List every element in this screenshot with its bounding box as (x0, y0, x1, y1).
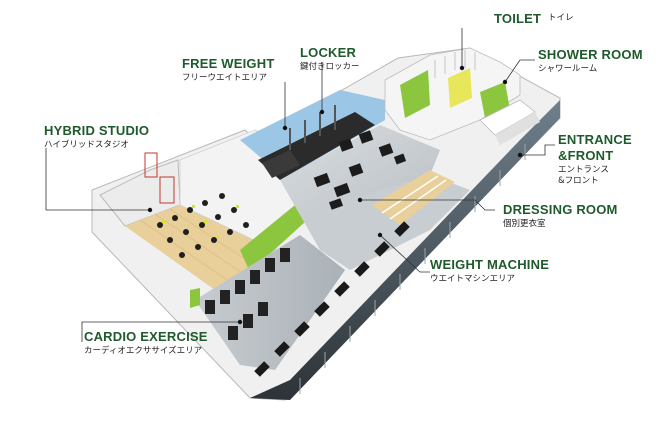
label-toilet-jp-wrap: トイレ (548, 14, 574, 23)
label-cardio-exercise-jp: カーディオエクササイズエリア (84, 346, 203, 356)
label-shower-room-jp: シャワールーム (538, 64, 598, 74)
dot-free-weight (282, 125, 288, 131)
cardio-row (190, 221, 410, 377)
dot-entrance (517, 152, 523, 158)
label-locker-en: LOCKER (300, 45, 357, 60)
label-cardio-exercise: CARDIO EXERCISE カーディオエクササイズエリア (84, 330, 208, 356)
leader-weight-machine (379, 234, 430, 273)
label-toilet-jp: トイレ (548, 13, 574, 23)
label-dressing-room: DRESSING ROOM 個別更衣室 (503, 203, 618, 229)
dot-locker (319, 109, 325, 115)
label-entrance-en: ENTRANCE (558, 132, 632, 147)
label-front-en: &FRONT (558, 148, 614, 163)
label-cardio-exercise-en: CARDIO EXERCISE (84, 329, 208, 344)
dot-weight-machine (377, 232, 383, 238)
label-shower-room-en: SHOWER ROOM (538, 47, 643, 62)
locker-shower-block (384, 47, 540, 145)
leader-shower (504, 59, 535, 83)
leader-cardio (81, 321, 240, 342)
label-entrance-front: ENTRANCE &FRONT エントランス &フロント (558, 133, 632, 185)
label-free-weight-jp: フリーウエイトエリア (182, 73, 268, 83)
label-hybrid-studio-en: HYBRID STUDIO (44, 123, 150, 138)
hybrid-studio-room (99, 129, 305, 290)
dot-cardio (237, 319, 243, 325)
leader-dots (147, 65, 523, 325)
label-locker: LOCKER 鍵付きロッカー (300, 46, 360, 72)
label-dressing-room-jp: 個別更衣室 (503, 219, 546, 229)
leader-dressing (360, 199, 495, 211)
label-weight-machine: WEIGHT MACHINE ウエイトマシンエリア (430, 258, 549, 284)
dot-shower (502, 79, 508, 85)
leader-hybrid (45, 148, 150, 211)
dot-hybrid (147, 207, 153, 213)
label-hybrid-studio-jp: ハイブリッドスタジオ (44, 140, 129, 150)
dot-dressing (357, 197, 363, 203)
label-locker-jp: 鍵付きロッカー (300, 62, 360, 72)
label-dressing-room-en: DRESSING ROOM (503, 202, 618, 217)
leader-entrance (520, 144, 555, 156)
label-toilet-en: TOILET (494, 11, 542, 26)
label-toilet: TOILET (494, 12, 541, 25)
label-front-jp: &フロント (558, 175, 599, 186)
leader-lines (45, 28, 555, 342)
label-weight-machine-en: WEIGHT MACHINE (430, 257, 550, 272)
label-free-weight-en: FREE WEIGHT (182, 56, 275, 71)
dot-toilet (459, 65, 465, 71)
label-free-weight: FREE WEIGHT フリーウエイトエリア (182, 57, 274, 83)
label-entrance-jp: エントランス (558, 165, 609, 175)
dressing-room-zone (372, 170, 455, 225)
label-hybrid-studio: HYBRID STUDIO ハイブリッドスタジオ (44, 124, 149, 150)
label-shower-room: SHOWER ROOM シャワールーム (538, 48, 643, 74)
label-weight-machine-jp: ウエイトマシンエリア (430, 274, 516, 284)
